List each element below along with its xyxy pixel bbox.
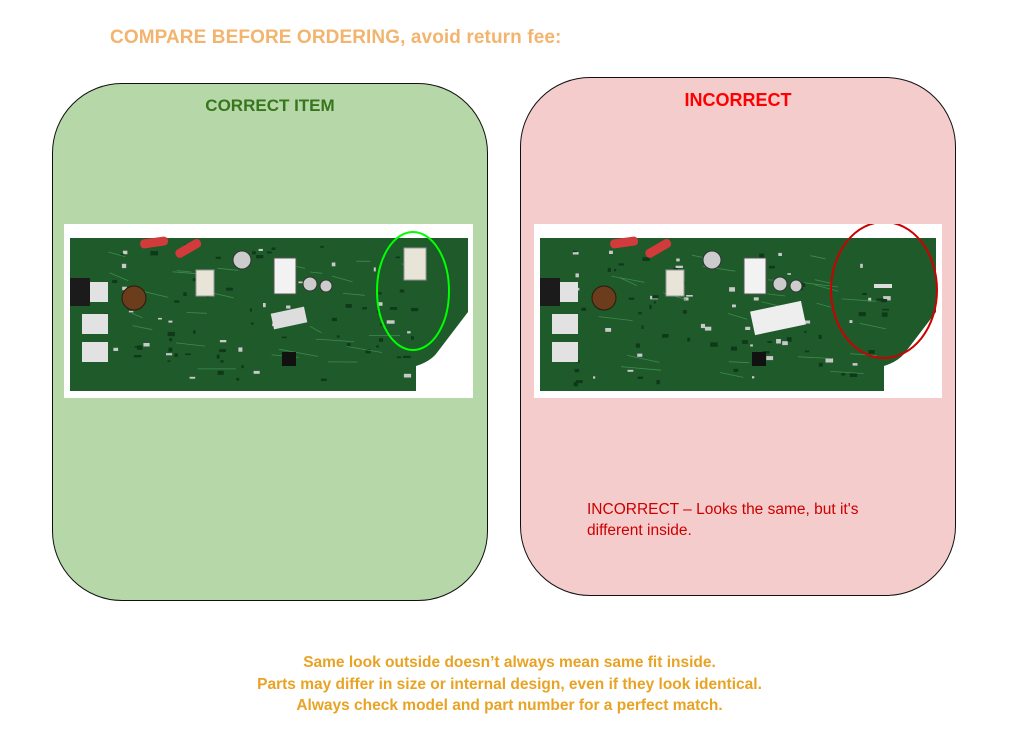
incorrect-item-title: INCORRECT: [684, 90, 792, 110]
footer-line-3: Always check model and part number for a…: [296, 697, 723, 714]
circuit-board-photo-icon: [540, 224, 938, 391]
correct-board-image: [64, 224, 473, 398]
incorrect-board-image: [534, 224, 942, 398]
ellipse-highlight-icon: [376, 231, 450, 351]
correct-item-title: CORRECT ITEM: [205, 96, 335, 115]
circuit-board-photo-icon: [70, 231, 468, 391]
incorrect-note: INCORRECT – Looks the same, but it's dif…: [587, 501, 859, 539]
page-heading: COMPARE BEFORE ORDERING, avoid return fe…: [110, 27, 562, 48]
ellipse-highlight-icon: [830, 224, 938, 359]
footer-advice: Same look outside doesn’t always mean sa…: [0, 652, 1019, 717]
footer-line-2: Parts may differ in size or internal des…: [257, 675, 762, 693]
footer-line-1: Same look outside doesn’t always mean sa…: [303, 654, 716, 671]
